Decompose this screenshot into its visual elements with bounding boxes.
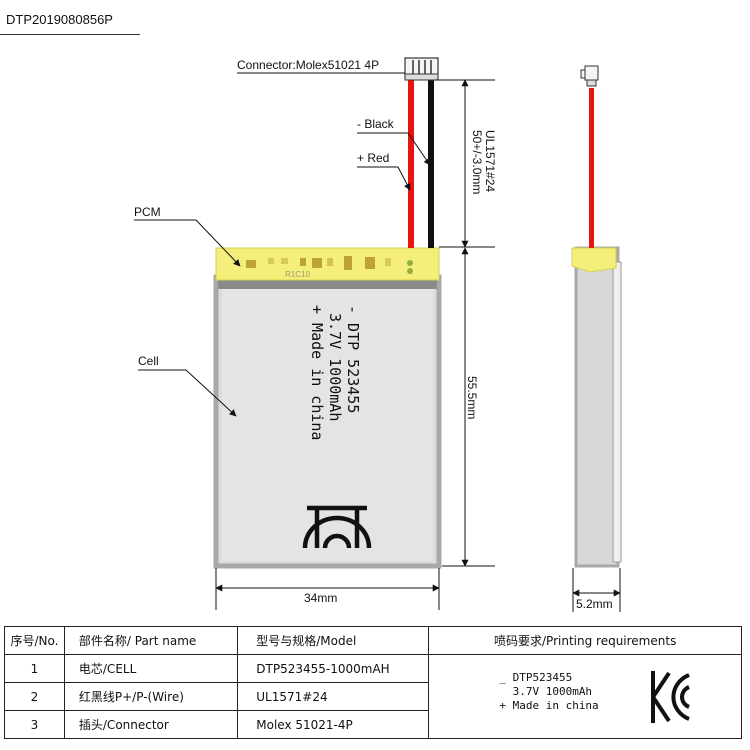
wire-length-label: 50+/-3.0mm (470, 130, 484, 194)
red-wire-label: + Red (357, 151, 389, 165)
connector-label: Connector:Molex51021 4P (237, 58, 379, 72)
height-label: 55.5mm (465, 376, 479, 419)
cell-print-line3: + Made in china (308, 305, 326, 440)
row-model: DTP523455-1000mAH (237, 654, 430, 683)
battery-drawing: R1C10 Connector:Molex51021 4P - Black + … (134, 57, 622, 612)
thickness-dimension (572, 568, 621, 612)
red-wire (408, 80, 414, 248)
cell-label: Cell (138, 354, 159, 368)
spec-table: 序号/No. 部件名称/ Part name 型号与规格/Model 喷码要求/… (4, 626, 742, 739)
row-part-name: 插头/Connector (63, 710, 239, 739)
cell-print-line1: - DTP 523455 (344, 305, 362, 413)
wire-spec-label: UL1571#24 (483, 130, 497, 192)
row-no: 3 (4, 710, 65, 739)
header-no: 序号/No. (4, 626, 65, 655)
header-model: 型号与规格/Model (237, 626, 430, 655)
table-row: 3 插头/Connector Molex 51021-4P (4, 710, 742, 739)
cell-face (222, 289, 433, 561)
document-id-underline (0, 34, 140, 35)
row-part-name: 电芯/CELL (63, 654, 239, 683)
table-header-row: 序号/No. 部件名称/ Part name 型号与规格/Model 喷码要求/… (4, 626, 742, 655)
height-dimension (442, 247, 495, 567)
row-no: 1 (4, 654, 65, 683)
wire-length-dimension (434, 79, 495, 248)
printing-line2: 3.7V 1000mAh (499, 684, 593, 698)
printing-line3: + Made in china (499, 698, 599, 712)
printing-requirements-cell: _ DTP523455 3.7V 1000mAh + Made in china (428, 654, 742, 739)
pcb-mark: R1C10 (285, 270, 310, 279)
black-wire (428, 80, 434, 248)
width-dimension (215, 568, 440, 610)
thickness-label: 5.2mm (576, 597, 613, 611)
width-label: 34mm (304, 591, 337, 605)
cell-shadow-top (218, 279, 437, 289)
side-view (571, 65, 622, 568)
printing-line1: _ DTP523455 (499, 670, 573, 684)
row-part-name: 红黑线P+/P-(Wire) (63, 682, 239, 711)
row-model: Molex 51021-4P (237, 710, 430, 739)
black-wire-label: - Black (357, 117, 395, 131)
cell-print-line2: 3.7V 1000mAh (326, 313, 344, 421)
row-model: UL1571#24 (237, 682, 430, 711)
cell-print: - DTP 523455 3.7V 1000mAh + Made in chin… (308, 305, 362, 440)
header-part-name: 部件名称/ Part name (63, 626, 239, 655)
kc-mark-icon (302, 505, 372, 549)
row-no: 2 (4, 682, 65, 711)
molex-connector (404, 57, 439, 81)
document-id: DTP2019080856P (6, 12, 113, 27)
table-row: 1 电芯/CELL DTP523455-1000mAH _ DTP523455 … (4, 654, 742, 739)
pcm-label: PCM (134, 205, 161, 219)
header-printing: 喷码要求/Printing requirements (428, 626, 742, 655)
printing-text: _ DTP523455 3.7V 1000mAh + Made in china (499, 671, 598, 713)
kc-mark-icon (651, 670, 691, 723)
table-row: 2 红黑线P+/P-(Wire) UL1571#24 (4, 682, 742, 711)
pcm-components (246, 256, 413, 274)
